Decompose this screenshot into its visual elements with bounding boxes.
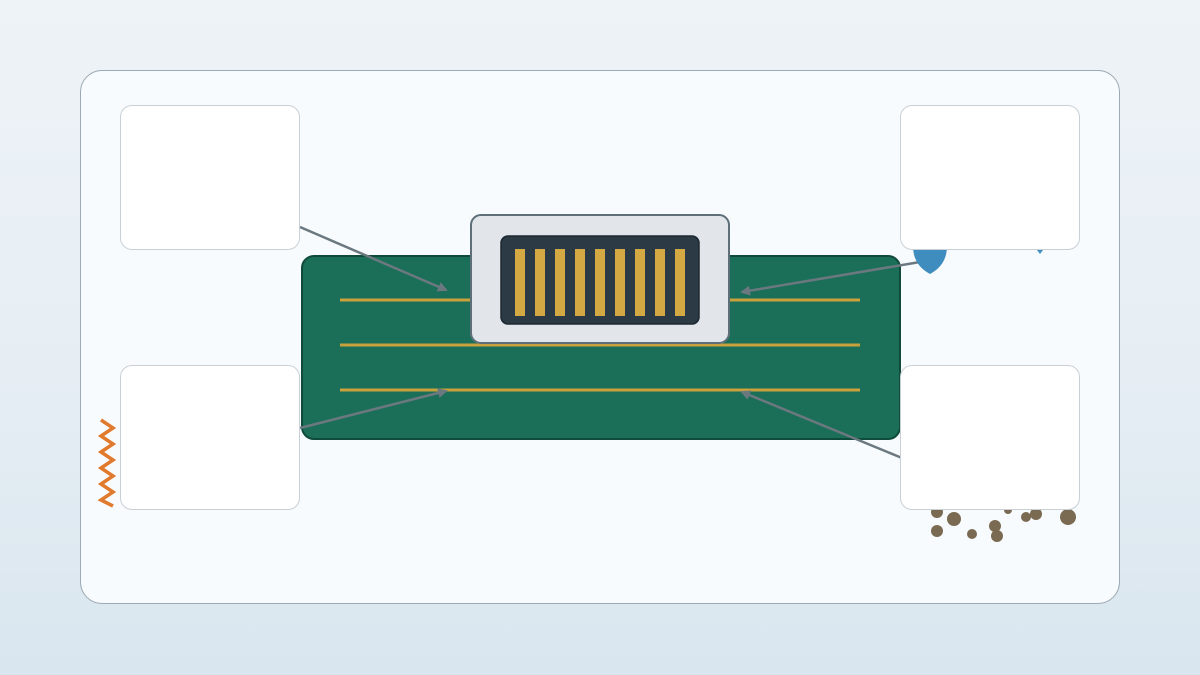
chip-pin bbox=[575, 249, 585, 316]
dust-particle bbox=[967, 529, 977, 539]
chip-pin bbox=[655, 249, 665, 316]
dust-particle bbox=[989, 520, 1001, 532]
connector-bottom-right bbox=[740, 390, 903, 460]
dust-particle bbox=[947, 512, 961, 526]
callout-box-bottom-left bbox=[120, 365, 300, 510]
connector-top-left bbox=[299, 225, 448, 292]
dust-particles-icon bbox=[931, 506, 1076, 542]
chip-pin bbox=[535, 249, 545, 316]
callout-box-top-right bbox=[900, 105, 1080, 250]
memory-chip-icon bbox=[470, 214, 730, 344]
dust-particle bbox=[931, 525, 943, 537]
zigzag-wave-icon bbox=[97, 418, 117, 508]
chip-pin bbox=[615, 249, 625, 316]
chip-pin bbox=[595, 249, 605, 316]
dust-particle bbox=[1021, 512, 1031, 522]
chip-pins bbox=[515, 249, 685, 316]
dust-particle bbox=[1060, 509, 1076, 525]
chip-pin bbox=[515, 249, 525, 316]
dust-particle bbox=[991, 530, 1003, 542]
connector-bottom-left bbox=[299, 388, 448, 430]
callout-box-top-left bbox=[120, 105, 300, 250]
chip-pin bbox=[675, 249, 685, 316]
chip-pin bbox=[555, 249, 565, 316]
dust-particle bbox=[1030, 508, 1042, 520]
callout-box-bottom-right bbox=[900, 365, 1080, 510]
connector-top-right bbox=[740, 260, 921, 296]
water-droplet-icon bbox=[913, 246, 947, 274]
chip-pin bbox=[635, 249, 645, 316]
